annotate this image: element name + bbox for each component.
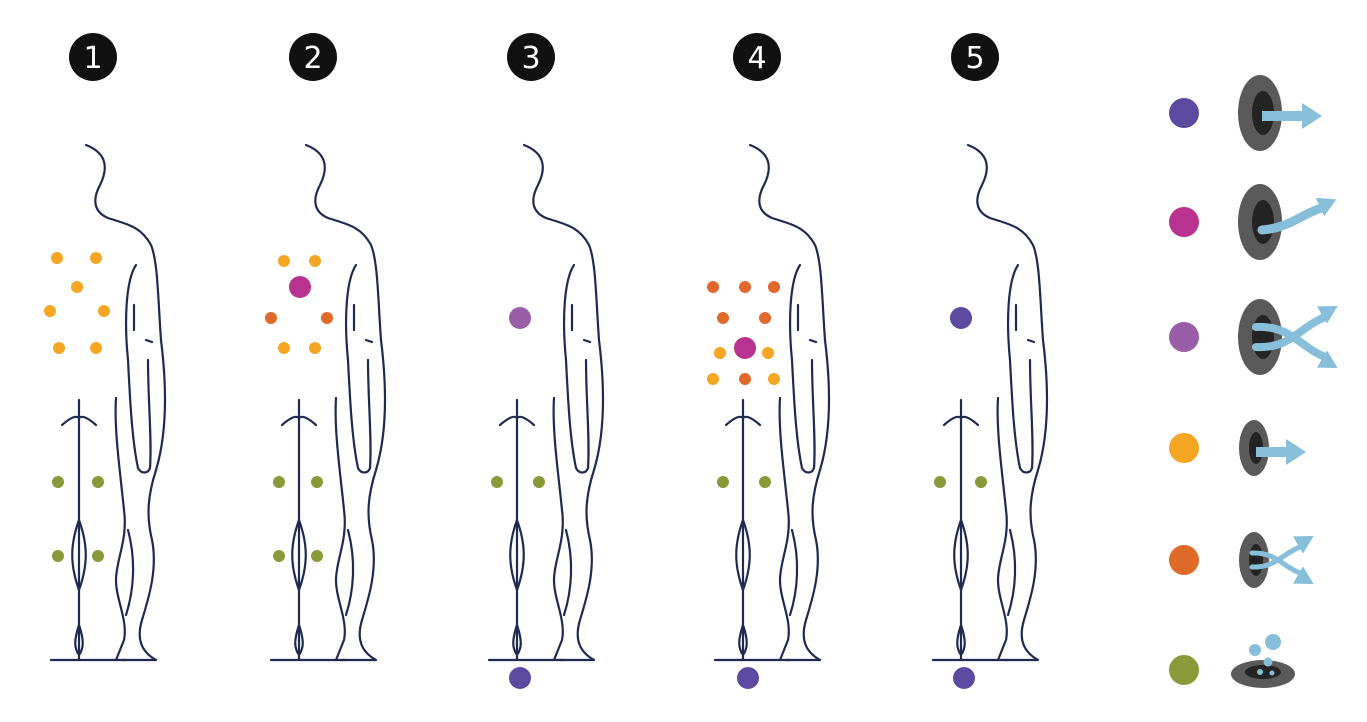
- olive-dot: [52, 476, 64, 488]
- yellow-dot: [90, 252, 102, 264]
- panel-number: 5: [965, 41, 984, 76]
- crossing-arrows-disc-icon: [1238, 299, 1338, 375]
- magenta-dot: [289, 276, 311, 298]
- violet-dot: [509, 307, 531, 329]
- panel-number: 1: [83, 41, 102, 76]
- yellow-dot: [98, 305, 110, 317]
- yellow-dot: [278, 255, 290, 267]
- number-circle: [289, 33, 337, 81]
- olive-swatch: [1169, 655, 1199, 685]
- yellow-dot: [309, 342, 321, 354]
- yellow-dot: [714, 347, 726, 359]
- legend-item-magenta: [1169, 184, 1337, 260]
- number-badge: 4: [733, 33, 781, 81]
- number-badge: 1: [69, 33, 117, 81]
- body-outline: [49, 143, 167, 662]
- orange-dot: [321, 312, 333, 324]
- number-badge: 2: [289, 33, 337, 81]
- number-circle: [951, 33, 999, 81]
- orange-dot: [265, 312, 277, 324]
- small-crossing-arrows-disc-icon: [1239, 532, 1314, 588]
- panel-number: 2: [303, 41, 322, 76]
- olive-dot: [759, 476, 771, 488]
- olive-dot: [717, 476, 729, 488]
- body-outline: [713, 143, 831, 662]
- number-circle: [69, 33, 117, 81]
- yellow-dot: [51, 252, 63, 264]
- magenta-dot: [734, 337, 756, 359]
- panel-number: 4: [747, 41, 766, 76]
- panel-5: 5: [931, 33, 1049, 689]
- legend-item-purple: [1169, 75, 1322, 151]
- olive-dot: [311, 550, 323, 562]
- magenta-swatch: [1169, 207, 1199, 237]
- legend-item-olive: [1169, 634, 1295, 688]
- orange-dot: [739, 373, 751, 385]
- olive-dot: [533, 476, 545, 488]
- legend-item-yellow: [1169, 420, 1306, 476]
- yellow-dot: [44, 305, 56, 317]
- panel-number: 3: [521, 41, 540, 76]
- yellow-dot: [90, 342, 102, 354]
- purple-dot: [737, 667, 759, 689]
- legend-item-violet: [1169, 299, 1338, 375]
- violet-swatch: [1169, 322, 1199, 352]
- panel-3: 3: [487, 33, 605, 689]
- number-circle: [507, 33, 555, 81]
- olive-dot: [491, 476, 503, 488]
- number-badge: 3: [507, 33, 555, 81]
- number-badge: 5: [951, 33, 999, 81]
- number-circle: [733, 33, 781, 81]
- olive-dot: [975, 476, 987, 488]
- bubbles-hole-icon: [1231, 634, 1295, 688]
- olive-dot: [52, 550, 64, 562]
- orange-dot: [707, 281, 719, 293]
- body-outline: [931, 143, 1049, 662]
- olive-dot: [934, 476, 946, 488]
- yellow-dot: [707, 373, 719, 385]
- panel-1: 1: [44, 33, 167, 662]
- olive-dot: [92, 550, 104, 562]
- yellow-swatch: [1169, 433, 1199, 463]
- curved-arrow-disc-icon: [1238, 184, 1337, 260]
- olive-dot: [273, 476, 285, 488]
- small-straight-arrow-disc-icon: [1239, 420, 1306, 476]
- yellow-dot: [309, 255, 321, 267]
- body-outline: [487, 143, 605, 662]
- olive-dot: [311, 476, 323, 488]
- purple-dot: [509, 667, 531, 689]
- panel-4: 4: [707, 33, 831, 689]
- yellow-dot: [278, 342, 290, 354]
- yellow-dot: [71, 281, 83, 293]
- yellow-dot: [53, 342, 65, 354]
- panel-2: 2: [265, 33, 387, 662]
- yellow-dot: [762, 347, 774, 359]
- purple-swatch: [1169, 98, 1199, 128]
- figure-panels: 1 2 3 4 5: [44, 33, 1049, 689]
- orange-swatch: [1169, 545, 1199, 575]
- purple-dot: [950, 307, 972, 329]
- orange-dot: [768, 281, 780, 293]
- legend: [1169, 75, 1338, 688]
- legend-item-orange: [1169, 532, 1314, 588]
- olive-dot: [273, 550, 285, 562]
- yellow-dot: [768, 373, 780, 385]
- orange-dot: [759, 312, 771, 324]
- body-outline: [269, 143, 387, 662]
- orange-dot: [717, 312, 729, 324]
- straight-arrow-disc-icon: [1238, 75, 1322, 151]
- purple-dot: [953, 667, 975, 689]
- olive-dot: [92, 476, 104, 488]
- orange-dot: [739, 281, 751, 293]
